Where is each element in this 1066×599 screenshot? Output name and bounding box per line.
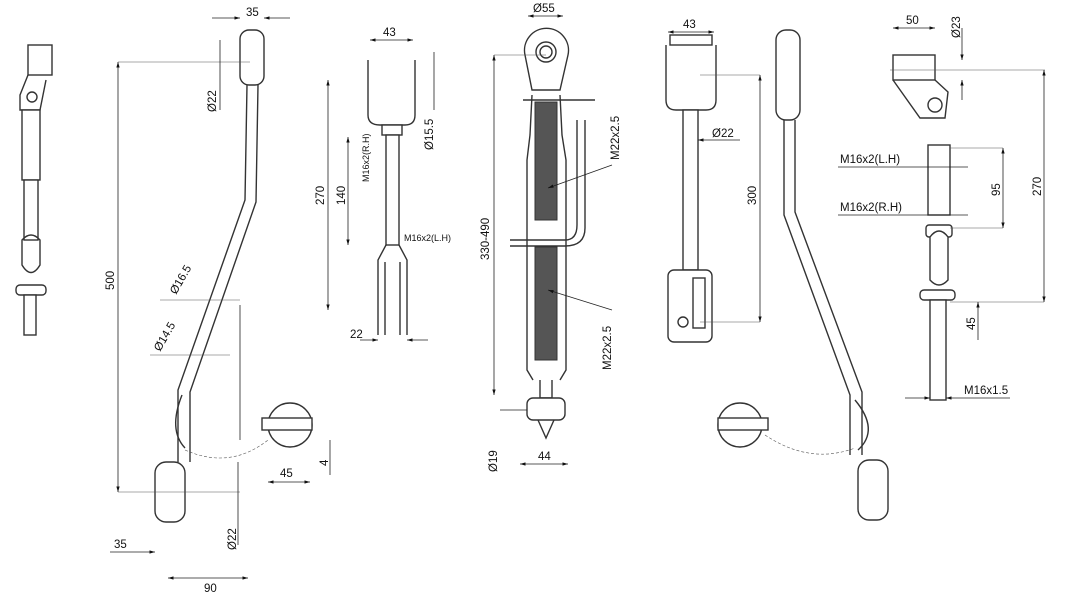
label-thread-lh: M16x2(L.H) xyxy=(840,154,900,166)
dim-thread-span: 95 xyxy=(991,183,1003,196)
dim-pin-offset: 4 xyxy=(319,459,331,466)
lift-arm-right xyxy=(717,29,889,521)
dim-pin-width: 45 xyxy=(280,468,293,480)
label-thread-top: M22x2.5 xyxy=(610,116,622,160)
dim-block-dia: Ø23 xyxy=(951,16,963,38)
dim-bottom-width: 35 xyxy=(114,539,127,551)
dim-top-width: 35 xyxy=(246,7,259,19)
label-thread-rh: M16x2(R.H) xyxy=(840,202,902,214)
label-thread-lh: M16x2(L.H) xyxy=(404,233,451,243)
dim-thread-length: 140 xyxy=(336,186,348,205)
dim-bottom-eye-dia: Ø22 xyxy=(227,528,239,550)
dim-top-eye-dia: Ø22 xyxy=(207,90,219,112)
stabilizer: 43 Ø22 300 xyxy=(665,19,762,343)
dim-pin-dia: Ø15.5 xyxy=(424,119,436,150)
dim-rod-dia: Ø22 xyxy=(712,128,734,140)
dim-length: 270 xyxy=(315,186,327,205)
dim-bottom-fork-width: 22 xyxy=(350,329,363,341)
lift-arm-left: 35 Ø22 500 Ø16.5 Ø14.5 45 4 Ø22 35 90 xyxy=(105,7,331,595)
label-thread-rh: M16x2(R.H) xyxy=(361,133,371,182)
dim-bottom-dia: Ø19 xyxy=(488,450,500,472)
dim-bottom-offset: 90 xyxy=(204,583,217,595)
dim-dia-b: Ø14.5 xyxy=(152,320,178,353)
label-thread-bottom: M22x2.5 xyxy=(602,326,614,370)
dim-length: 270 xyxy=(1032,177,1044,196)
dim-length: 300 xyxy=(747,186,759,205)
top-link: Ø55 M22x2.5 330-490 M22x2.5 Ø19 44 xyxy=(480,3,622,472)
turnbuckle-fork: 43 Ø15.5 M16x2(R.H) 140 270 M16x2(L.H) 2… xyxy=(315,27,451,342)
check-chain: 50 Ø23 M16x2(L.H) M16x2(R.H) 95 270 45 M… xyxy=(838,15,1046,401)
dim-end-length: 45 xyxy=(966,317,978,330)
dim-length-range: 330-490 xyxy=(480,218,492,260)
dim-bottom-width: 44 xyxy=(538,451,551,463)
dim-eye-dia: Ø55 xyxy=(533,3,555,15)
dim-fork-width: 43 xyxy=(683,19,696,31)
dim-fork-width: 43 xyxy=(383,27,396,39)
label-end-thread: M16x1.5 xyxy=(964,385,1008,397)
side-view-link xyxy=(15,44,53,336)
dim-dia-a: Ø16.5 xyxy=(168,263,194,296)
dim-length: 500 xyxy=(105,271,117,290)
dim-block-width: 50 xyxy=(906,15,919,27)
